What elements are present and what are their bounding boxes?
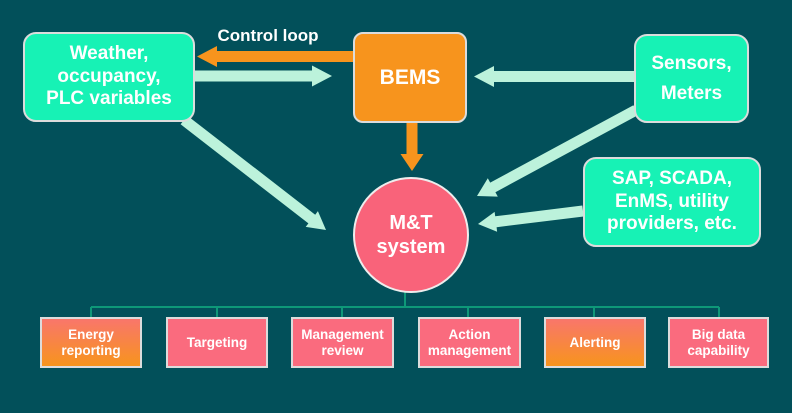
sensors-meters-box: Sensors, Meters bbox=[634, 34, 749, 123]
capability-action-management: Action management bbox=[418, 317, 521, 368]
control-loop-label: Control loop bbox=[217, 26, 319, 45]
sensors-to-bems-arrow bbox=[474, 66, 634, 87]
bems-to-mt-arrow bbox=[400, 122, 424, 171]
capability-connector-lines bbox=[90, 291, 720, 317]
sap-to-mt-arrow bbox=[478, 205, 584, 232]
sap-scada-enms-box: SAP, SCADA, EnMS, utility providers, etc… bbox=[583, 157, 761, 247]
bems-box: BEMS bbox=[353, 32, 467, 123]
capability-alerting: Alerting bbox=[544, 317, 646, 368]
sensors-to-mt-arrow bbox=[477, 105, 639, 197]
mt-system-circle: M&T system bbox=[353, 177, 469, 293]
capability-targeting: Targeting bbox=[166, 317, 268, 368]
capability-big-data: Big data capability bbox=[668, 317, 769, 368]
weather-to-mt-arrow bbox=[180, 115, 326, 230]
capability-energy-reporting: Energy reporting bbox=[40, 317, 142, 368]
control-loop-arrow bbox=[197, 46, 353, 67]
weather-to-bems-arrow bbox=[195, 65, 332, 87]
weather-occupancy-plc-box: Weather, occupancy, PLC variables bbox=[23, 32, 195, 122]
capability-management-review: Management review bbox=[291, 317, 394, 368]
